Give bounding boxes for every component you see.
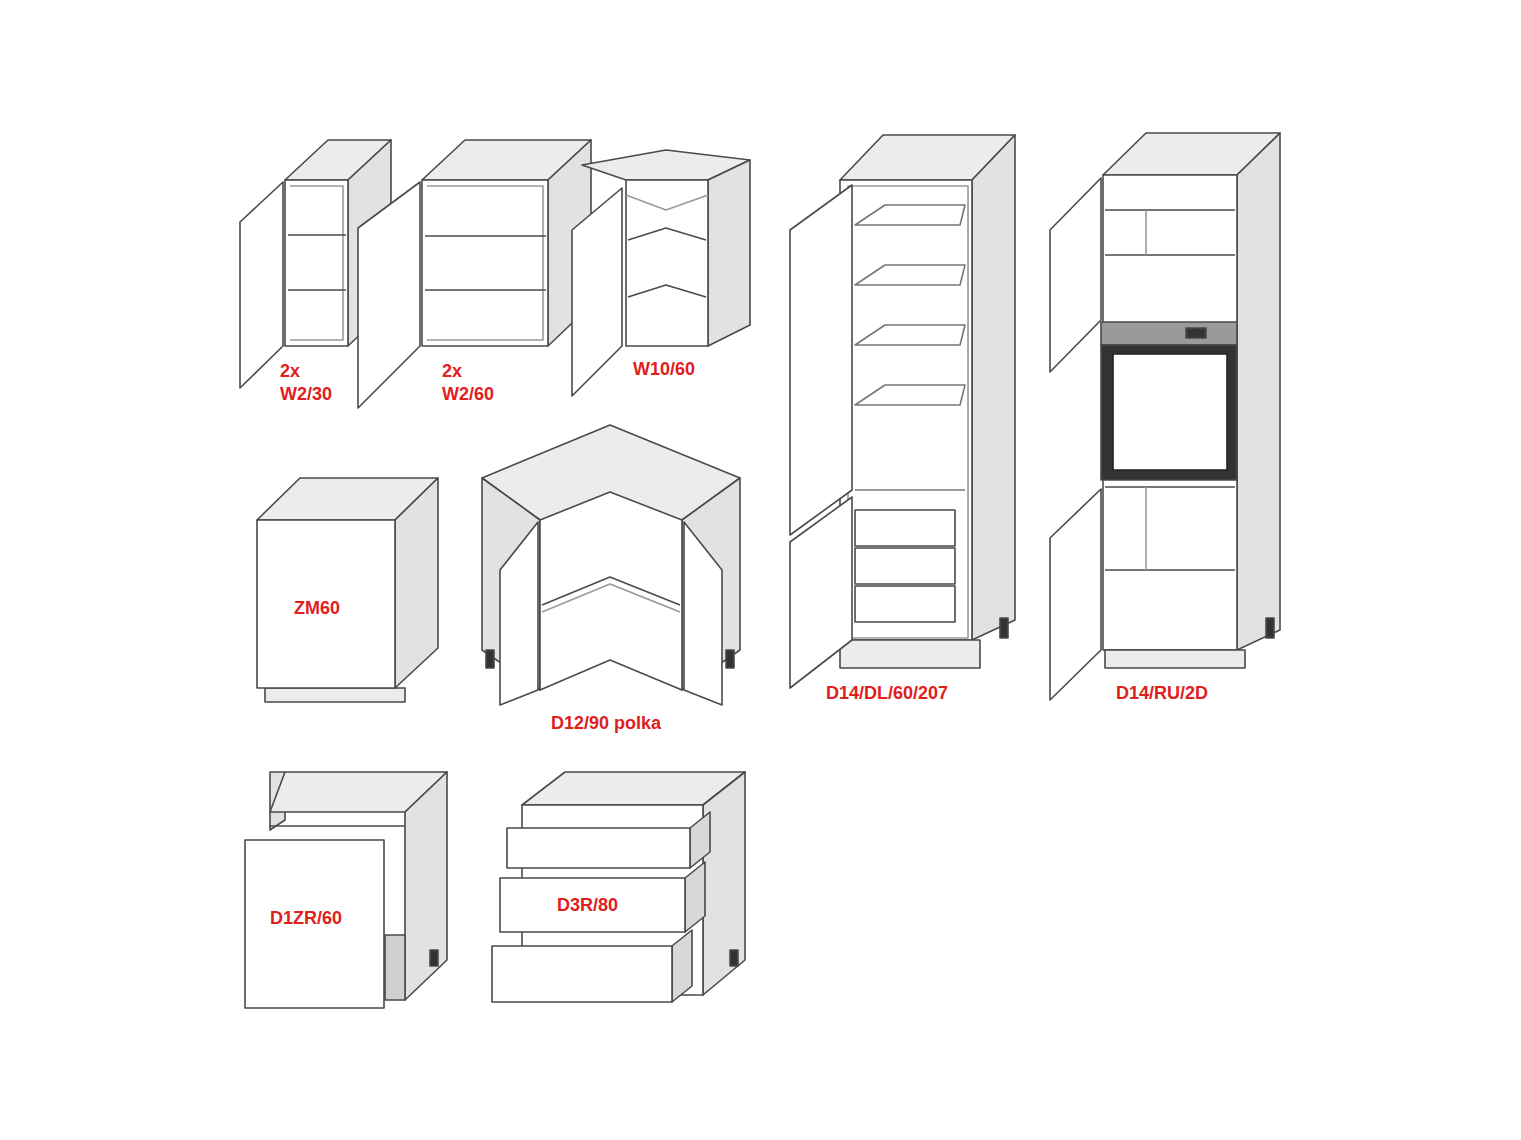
cabinet-code: W10/60	[633, 358, 695, 381]
cabinet-code: D12/90 polka	[551, 712, 661, 735]
cabinet-code: ZM60	[294, 597, 340, 620]
cabinet-code: D14/RU/2D	[1116, 682, 1208, 705]
cabinet-code: 2x W2/30	[280, 360, 332, 406]
cabinet-code: 2x W2/60	[442, 360, 494, 406]
cabinet-code: D3R/80	[557, 894, 618, 917]
cabinet-code: D1ZR/60	[270, 907, 342, 930]
cabinet-code: D14/DL/60/207	[826, 682, 948, 705]
